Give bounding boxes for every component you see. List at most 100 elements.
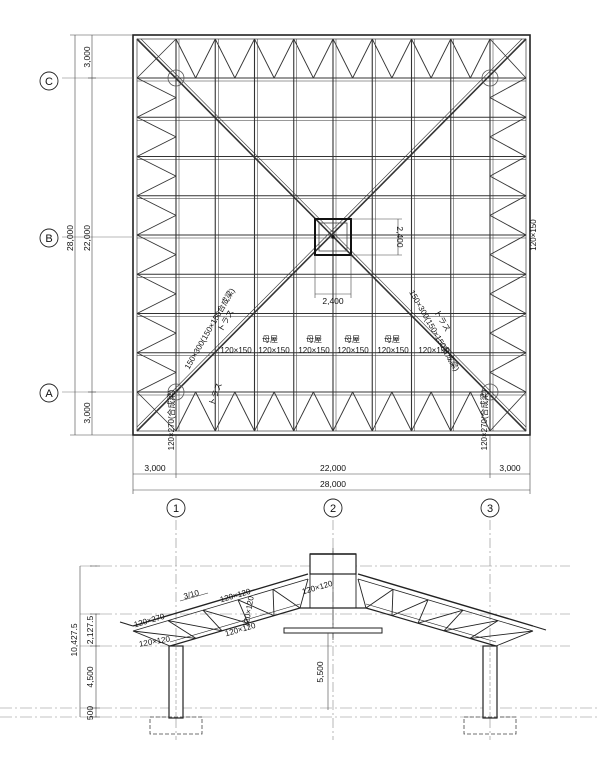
edge-web — [175, 391, 197, 432]
edge-web — [195, 38, 216, 79]
web-diagonal — [272, 589, 301, 609]
edge-web — [332, 391, 354, 432]
purlin-size-6: 120×150 — [418, 346, 450, 355]
label-corner-left: 120×270(合成梁) — [166, 389, 176, 450]
edge-web — [371, 38, 393, 79]
corner-markers — [167, 69, 499, 401]
eave-tail — [532, 625, 547, 631]
section-bottom-chord-label: 120×120 — [138, 634, 171, 648]
edge-web — [450, 391, 471, 432]
section-top-label: 120×120 — [301, 579, 334, 596]
svg-text:B: B — [45, 233, 52, 245]
edge-web — [136, 195, 177, 216]
left-dim-3000-bottom: 3,000 — [82, 402, 92, 424]
label-truss-lower: トラス — [207, 381, 224, 406]
bottom-chord — [169, 607, 301, 647]
purlin-title-1: 母屋 — [262, 335, 278, 344]
edge-web — [411, 391, 432, 432]
section-top-chord-label: 120×270 — [133, 612, 166, 629]
purlin-size-5: 120×150 — [377, 346, 409, 355]
section-dim-2127: 2,127.5 — [85, 616, 95, 645]
section-dim-500: 500 — [85, 706, 95, 720]
edge-web — [136, 214, 177, 236]
edge-web — [293, 391, 314, 432]
label-corner-right: 120×270(合成梁) — [479, 389, 489, 450]
edge-web — [136, 97, 177, 118]
grid-bubble-c: C — [39, 71, 59, 91]
svg-text:3: 3 — [487, 503, 493, 515]
web-vertical — [495, 630, 534, 647]
edge-web — [175, 38, 197, 79]
edge-web — [489, 175, 527, 197]
label-right-edge: 120×150 — [529, 219, 538, 251]
section-roof-slope: 3/10 — [183, 588, 201, 601]
bottom-grid-bubbles: 1 2 3 — [166, 498, 500, 518]
edge-web — [136, 156, 177, 177]
bottom-dim-22000: 22,000 — [320, 463, 346, 473]
edge-web — [489, 136, 527, 157]
edge-web — [489, 116, 527, 138]
top-chord-edge — [357, 578, 534, 632]
section-dim-4500: 4,500 — [85, 666, 95, 688]
web-diagonal — [391, 599, 429, 617]
web-vertical — [167, 620, 197, 639]
edge-web — [469, 38, 491, 79]
edge-web — [430, 391, 452, 432]
edge-web — [332, 38, 354, 79]
edge-web — [489, 234, 527, 256]
edge-web — [469, 391, 491, 432]
purlin-size-2: 120×150 — [258, 346, 290, 355]
edge-web — [489, 97, 527, 118]
corner-brace — [136, 391, 177, 432]
web-vertical — [417, 599, 429, 624]
web-vertical — [391, 589, 394, 616]
edge-web — [489, 195, 527, 216]
bottom-dim-28000: 28,000 — [320, 479, 346, 489]
edge-web — [312, 38, 334, 79]
svg-text:2: 2 — [330, 503, 336, 515]
svg-text:C: C — [45, 76, 53, 88]
edge-web — [136, 136, 177, 157]
purlin-title-3: 母屋 — [344, 335, 360, 344]
bottom-dimension-lines — [132, 435, 531, 494]
edge-web — [489, 214, 527, 236]
edge-web — [136, 371, 177, 393]
purlin-size-4: 120×150 — [337, 346, 369, 355]
web-diagonal — [132, 630, 197, 639]
web-diagonal — [417, 609, 464, 624]
edge-web — [254, 38, 275, 79]
edge-web — [136, 313, 177, 334]
edge-web — [214, 391, 236, 432]
purlin-title-4: 母屋 — [384, 335, 400, 344]
edge-web — [254, 391, 275, 432]
left-dim-22000: 22,000 — [82, 225, 92, 251]
edge-web — [136, 254, 177, 275]
edge-web — [489, 77, 527, 99]
web-vertical — [357, 578, 367, 609]
edge-web — [391, 391, 412, 432]
section-web-label-3: 120×120 — [224, 621, 257, 638]
plan-outline — [132, 34, 531, 436]
edge-web — [234, 391, 255, 432]
edge-web — [352, 38, 373, 79]
grid-bubble-2: 2 — [323, 498, 343, 518]
web-vertical — [469, 620, 499, 639]
edge-web — [430, 38, 452, 79]
left-dim-3000-top: 3,000 — [82, 46, 92, 68]
section-dim-center: 5,500 — [315, 661, 325, 683]
web-vertical — [132, 630, 171, 647]
edge-web — [489, 156, 527, 177]
section-dim-total: 10,427.5 — [69, 623, 79, 656]
edge-web — [489, 352, 527, 373]
edge-web — [234, 38, 255, 79]
eave-tail — [119, 621, 134, 627]
corner-brace — [489, 391, 527, 432]
web-diagonal — [202, 609, 249, 624]
web-vertical — [443, 609, 464, 632]
bottom-chord — [365, 607, 497, 647]
web-vertical — [237, 599, 249, 624]
top-chord-edge — [132, 578, 309, 632]
center-dim-vertical: 2,400 — [395, 226, 405, 248]
edge-web — [136, 332, 177, 354]
